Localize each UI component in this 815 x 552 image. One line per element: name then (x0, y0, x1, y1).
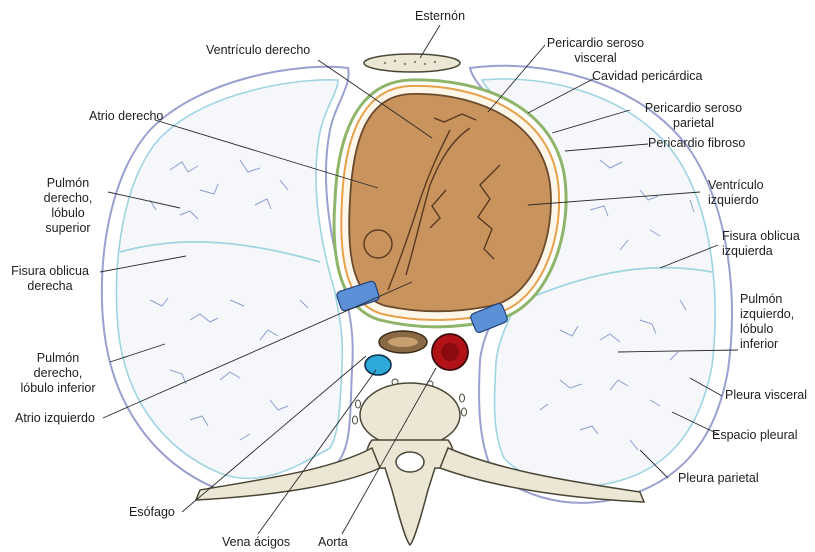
sternum (364, 54, 460, 72)
label-fisura-oblicua-derecha: Fisura oblicua derecha (2, 264, 98, 294)
label-pleura-visceral: Pleura visceral (725, 388, 807, 403)
label-atrio-izquierdo: Atrio izquierdo (15, 411, 95, 426)
label-esternon: Esternón (398, 9, 482, 24)
label-esofago: Esófago (129, 505, 175, 520)
label-cavidad-pericardica: Cavidad pericárdica (592, 69, 702, 84)
label-pericardio-fibroso: Pericardio fibroso (648, 136, 745, 151)
label-pericardio-seroso-visceral: Pericardio seroso visceral (533, 36, 658, 66)
label-ventriculo-izquierdo: Ventrículo izquierdo (708, 178, 764, 208)
vertebral-body (360, 383, 460, 447)
label-pulmon-derecho-superior: Pulmón derecho, lóbulo superior (30, 176, 106, 236)
label-ventriculo-derecho: Ventrículo derecho (206, 43, 310, 58)
label-pulmon-derecho-inferior: Pulmón derecho, lóbulo inferior (6, 351, 110, 396)
label-pericardio-seroso-parietal: Pericardio seroso parietal (631, 101, 756, 131)
azygos-vein-shape (365, 355, 391, 375)
label-fisura-oblicua-izquierda: Fisura oblicua izquierda (722, 229, 800, 259)
right-lung (102, 67, 353, 495)
label-pleura-parietal: Pleura parietal (678, 471, 759, 486)
label-espacio-pleural: Espacio pleural (712, 428, 797, 443)
label-aorta: Aorta (318, 535, 348, 550)
label-pulmon-izquierdo-inferior: Pulmón izquierdo, lóbulo inferior (740, 292, 794, 352)
label-atrio-derecho: Atrio derecho (89, 109, 163, 124)
label-vena-acigos: Vena ácigos (222, 535, 290, 550)
